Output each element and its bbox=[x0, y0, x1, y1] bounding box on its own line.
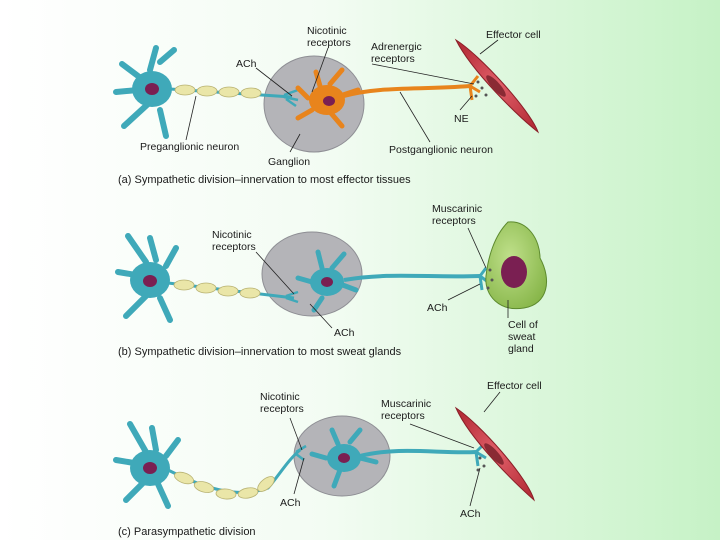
panel-b: Nicotinic receptors Muscarinic receptors… bbox=[115, 203, 548, 358]
label-ach-ganglion-b: ACh bbox=[334, 327, 355, 339]
label-nicotinic-c-2: receptors bbox=[260, 403, 304, 415]
preganglionic-neuron-b bbox=[115, 233, 299, 323]
preganglionic-neuron-c bbox=[113, 421, 307, 509]
nucleus-b1 bbox=[143, 275, 157, 287]
label-ach-right-c: ACh bbox=[460, 508, 481, 520]
ach-dots-c bbox=[476, 456, 486, 472]
label-muscarinic-b-1: Muscarinic bbox=[432, 203, 482, 215]
myelin-sheath-c bbox=[174, 471, 275, 500]
nucleus-c2 bbox=[338, 453, 350, 463]
postganglionic-neuron-c bbox=[309, 427, 487, 489]
label-adrenergic-a-2: receptors bbox=[371, 53, 415, 65]
label-effector-a: Effector cell bbox=[486, 29, 541, 41]
label-effector-c: Effector cell bbox=[487, 380, 542, 392]
label-muscarinic-c-1: Muscarinic bbox=[381, 398, 431, 410]
label-gland-b-2: sweat bbox=[508, 331, 536, 343]
label-adrenergic-a-1: Adrenergic bbox=[371, 41, 422, 53]
preganglionic-neuron-a bbox=[113, 45, 299, 139]
label-ne-a: NE bbox=[454, 113, 469, 125]
label-nicotinic-b-2: receptors bbox=[212, 241, 256, 253]
ganglion-b bbox=[261, 231, 363, 317]
nucleus-a2 bbox=[323, 96, 335, 106]
label-ach-right-b: ACh bbox=[427, 302, 448, 314]
label-nicotinic-c-1: Nicotinic bbox=[260, 391, 300, 403]
label-gland-b-3: gland bbox=[508, 343, 534, 355]
label-ach-a: ACh bbox=[236, 58, 257, 70]
caption-b: (b) Sympathetic division–innervation to … bbox=[118, 346, 402, 358]
ne-dots-a bbox=[474, 80, 488, 98]
myelin-sheath-a bbox=[174, 84, 262, 99]
gland-nucleus-b bbox=[501, 256, 527, 288]
label-nicotinic-a-1: Nicotinic bbox=[307, 25, 347, 37]
panel-c: Nicotinic receptors Muscarinic receptors… bbox=[113, 380, 542, 538]
label-ach-ganglion-c: ACh bbox=[280, 497, 301, 509]
label-muscarinic-b-2: receptors bbox=[432, 215, 476, 227]
nucleus-b2 bbox=[321, 277, 333, 287]
caption-c: (c) Parasympathetic division bbox=[118, 526, 256, 538]
caption-a: (a) Sympathetic division–innervation to … bbox=[118, 174, 411, 186]
label-postganglionic-a: Postganglionic neuron bbox=[389, 144, 493, 156]
label-nicotinic-b-1: Nicotinic bbox=[212, 229, 252, 241]
nucleus-c1 bbox=[143, 462, 157, 474]
myelin-sheath-b bbox=[173, 279, 261, 299]
label-nicotinic-a-2: receptors bbox=[307, 37, 351, 49]
postganglionic-neuron-a bbox=[295, 67, 481, 129]
label-gland-b-1: Cell of bbox=[508, 319, 538, 331]
nucleus-a1 bbox=[145, 83, 159, 95]
ach-dots-b bbox=[486, 268, 494, 290]
label-preganglionic-a: Preganglionic neuron bbox=[140, 141, 239, 153]
panel-a: Nicotinic receptors ACh Adrenergic recep… bbox=[113, 25, 541, 186]
label-muscarinic-c-2: receptors bbox=[381, 410, 425, 422]
label-ganglion-a: Ganglion bbox=[268, 156, 310, 168]
